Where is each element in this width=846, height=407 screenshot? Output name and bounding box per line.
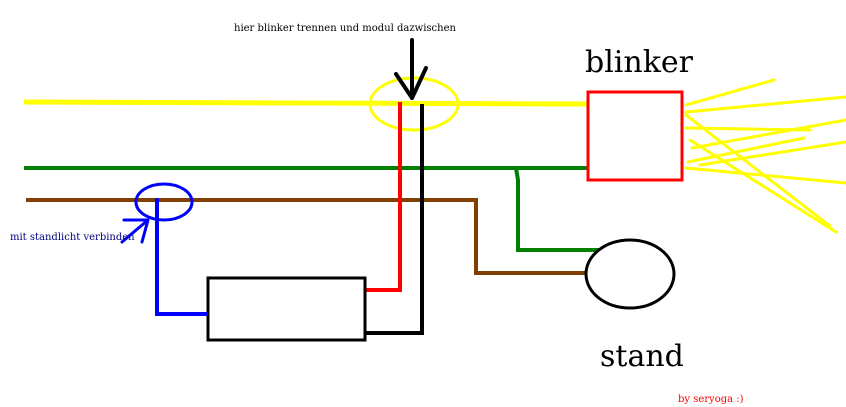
module-box xyxy=(206,276,367,342)
blinker-label: blinker xyxy=(585,45,694,80)
blinker-light-rays xyxy=(684,78,846,234)
credit-text: by seryoga :) xyxy=(678,394,744,405)
stand-label: stand xyxy=(600,339,684,374)
arrow-down-icon xyxy=(394,38,428,100)
annotation-left-text: mit standlicht verbinden xyxy=(10,232,135,243)
green-wire-branch xyxy=(514,167,600,252)
stand-lamp-circle xyxy=(584,238,676,310)
yellow-wire xyxy=(23,99,589,107)
black-wire xyxy=(358,104,424,335)
annotation-top-text: hier blinker trennen und modul dazwische… xyxy=(234,23,456,34)
arrow-blue-icon xyxy=(120,218,150,244)
blue-wire xyxy=(155,198,208,316)
brown-wire xyxy=(26,198,588,275)
connection-point-ellipse xyxy=(134,182,194,222)
red-wire xyxy=(364,102,402,292)
blinker-box xyxy=(586,90,684,182)
